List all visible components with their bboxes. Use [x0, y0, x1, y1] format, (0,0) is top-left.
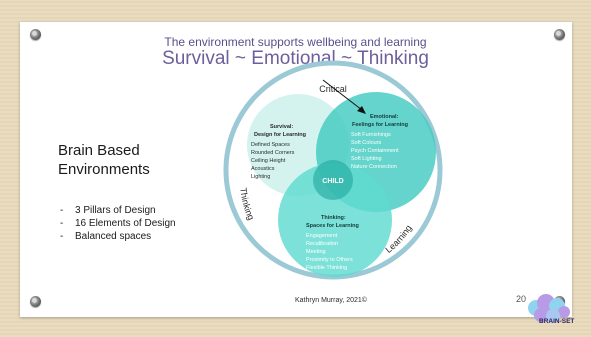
pin-icon-top-left — [30, 29, 41, 40]
thinking-circle — [278, 163, 392, 277]
thinking-item: Proximity to Others — [306, 257, 353, 263]
thinking-item: Recalibration — [306, 241, 338, 247]
emotional-item: Psych Containment — [351, 148, 399, 154]
ring-label-left: Thinking — [238, 187, 256, 221]
emotional-title-2: Feelings for Learning — [352, 122, 408, 128]
survival-item: Lighting — [251, 174, 270, 180]
pin-icon-top-right — [554, 29, 565, 40]
emotional-item: Nature Connection — [351, 164, 397, 170]
brain-logo-icon — [528, 294, 570, 323]
center-label: CHILD — [322, 178, 343, 185]
svg-text:Thinking: Thinking — [238, 187, 256, 221]
brand-logo-text: BRAIN-SET — [539, 318, 575, 325]
emotional-item: Soft Lighting — [351, 156, 382, 162]
pin-icon-bottom-left — [30, 296, 41, 307]
slide-title: Survival ~ Emotional ~ Thinking — [162, 48, 429, 69]
bullet-item: 16 Elements of Design — [58, 217, 176, 230]
author-credit: Kathryn Murray, 2021© — [295, 297, 367, 304]
emotional-title-1: Emotional: — [370, 114, 399, 120]
bullet-item: Balanced spaces — [58, 230, 176, 243]
emotional-item: Soft Colours — [351, 140, 382, 146]
page-number: 20 — [516, 294, 527, 304]
thinking-title-1: Thinking: — [321, 215, 346, 221]
survival-title-1: Survival: — [270, 124, 293, 130]
arrow-head-icon — [357, 106, 366, 114]
thinking-title-2: Spaces for Learning — [306, 223, 359, 229]
survival-item: Acoustics — [251, 166, 275, 172]
survival-item: Rounded Corners — [251, 150, 295, 156]
arrow-line — [322, 79, 363, 111]
child-center — [313, 160, 353, 200]
survival-item: Defined Spaces — [251, 142, 290, 148]
section-heading: Brain Based Environments — [58, 142, 150, 178]
thinking-item: Meeting — [306, 249, 326, 255]
slide-subtitle: The environment supports wellbeing and l… — [164, 35, 427, 49]
emotional-item: Soft Furnishings — [351, 132, 391, 138]
survival-item: Ceiling Height — [251, 158, 286, 164]
bullet-list: 3 Pillars of Design 16 Elements of Desig… — [58, 204, 176, 243]
outer-ring — [223, 60, 443, 280]
bullet-item: 3 Pillars of Design — [58, 204, 176, 217]
thinking-item: Flexible Thinking — [306, 265, 347, 271]
thinking-item: Engagement — [306, 233, 338, 239]
survival-title-2: Design for Learning — [254, 132, 306, 138]
ring-label-top: Critical — [319, 84, 347, 94]
